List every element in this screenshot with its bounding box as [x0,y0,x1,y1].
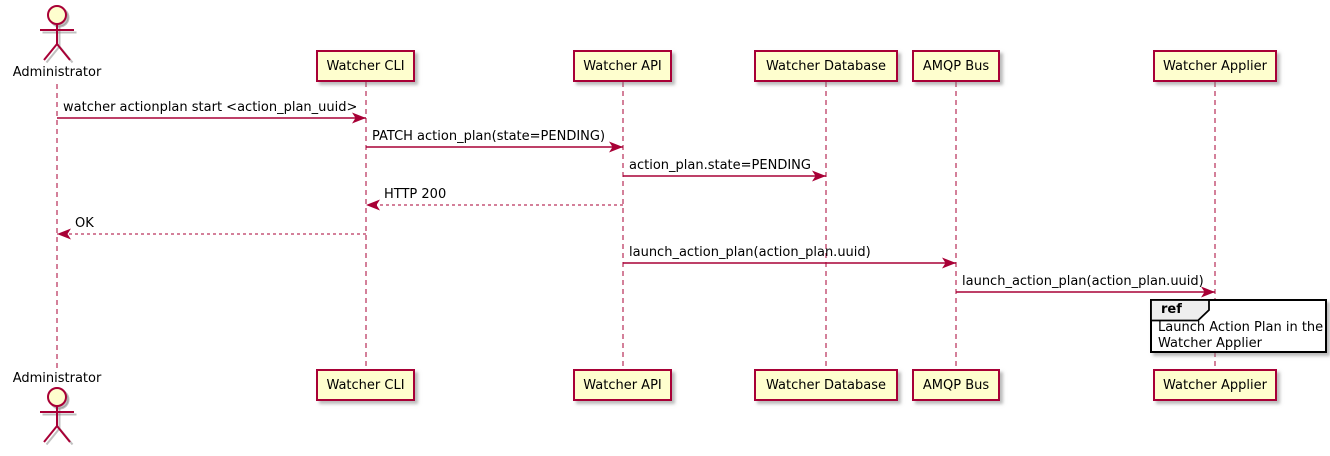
actor-administrator-top-label: Administrator [12,65,102,80]
message-4-label: HTTP 200 [384,187,447,202]
ref-text-line: Watcher Applier [1158,336,1262,351]
message-2-arrowhead [609,141,623,153]
participant-watcher-cli-bottom: Watcher CLI [316,369,415,401]
message-1-label: watcher actionplan start <action_plan_uu… [63,100,358,115]
actor-administrator-top-figure [40,5,74,61]
ref-text-line: Launch Action Plan in the [1158,320,1324,335]
participant-watcher-cli-top: Watcher CLI [316,50,415,82]
message-5-label: OK [75,216,94,231]
message-6-label: launch_action_plan(action_plan.uuid) [629,245,871,260]
participant-watcher-applier-bottom: Watcher Applier [1153,369,1277,401]
message-7-arrowhead [1201,286,1215,298]
message-5-arrowhead [57,228,71,240]
message-7-label: launch_action_plan(action_plan.uuid) [962,274,1204,289]
ref-header-pentagon [1150,299,1210,322]
message-3-arrowhead [812,170,826,182]
ref-header-shape [1150,299,1210,322]
participant-amqp-bus-bottom: AMQP Bus [912,369,1000,401]
participant-watcher-api-top: Watcher API [573,50,672,82]
participant-amqp-bus-top: AMQP Bus [912,50,1000,82]
participant-watcher-database-bottom: Watcher Database [754,369,898,401]
message-6-arrowhead [942,257,956,269]
actor-administrator-bottom-label: Administrator [12,371,102,386]
message-1-arrowhead [352,112,366,124]
actor-administrator-bottom-figure [40,387,74,443]
ref-keyword: ref [1161,302,1182,317]
participant-watcher-applier-top: Watcher Applier [1153,50,1277,82]
message-4-arrowhead [366,199,380,211]
participant-watcher-api-bottom: Watcher API [573,369,672,401]
participant-watcher-database-top: Watcher Database [754,50,898,82]
message-3-label: action_plan.state=PENDING [629,158,811,173]
message-2-label: PATCH action_plan(state=PENDING) [372,129,606,144]
